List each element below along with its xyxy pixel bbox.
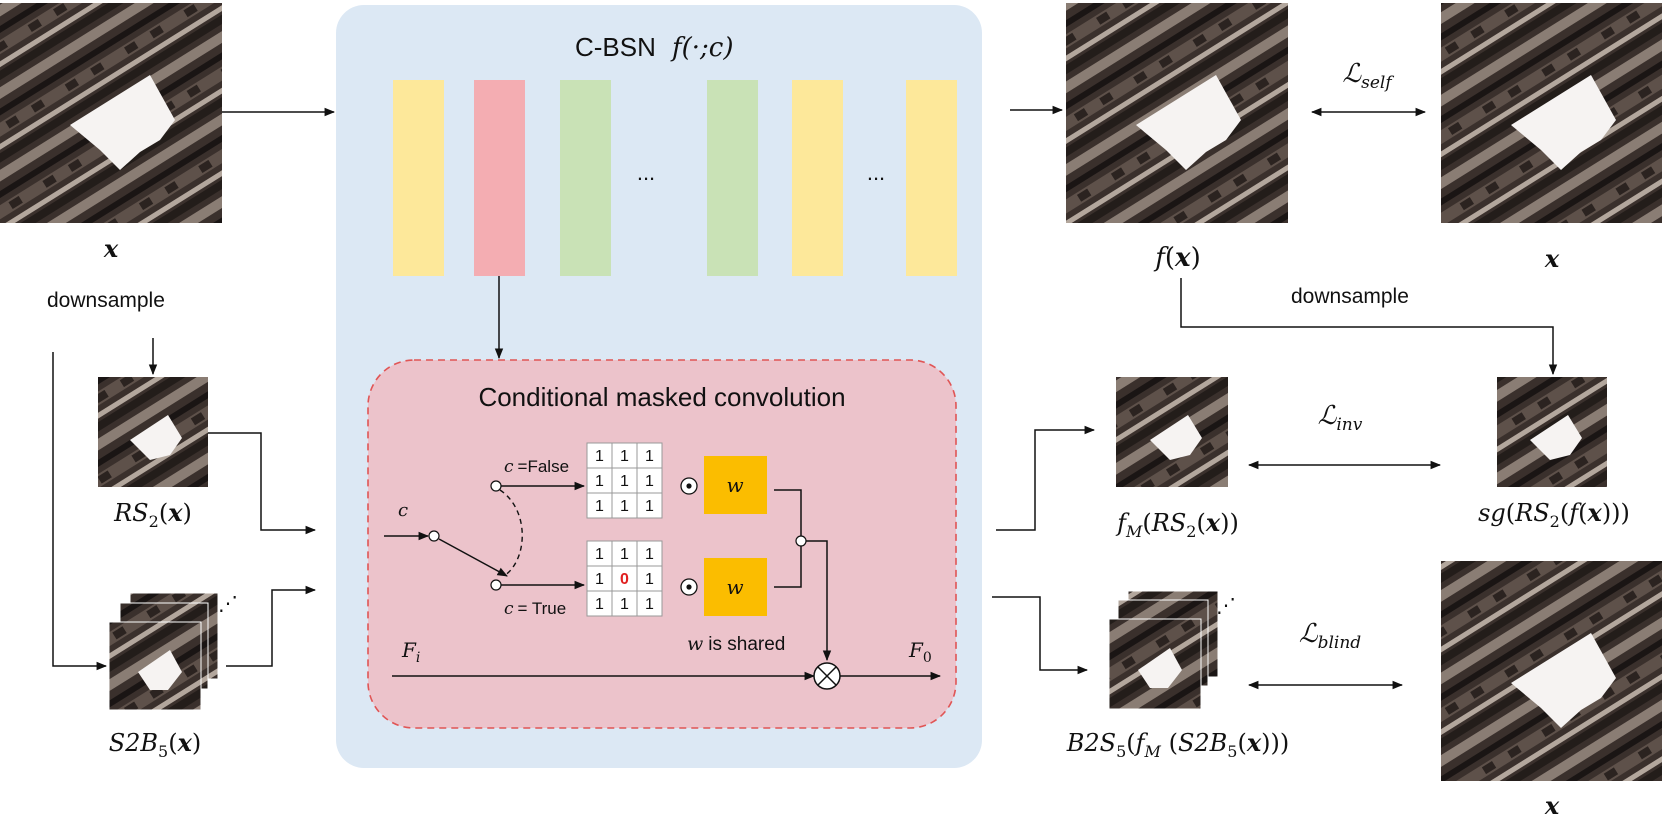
merge-wire-false xyxy=(774,489,802,540)
kernel-false-value: 1 xyxy=(595,473,604,490)
kernel-false-cell xyxy=(611,467,638,494)
fo-label: F0 xyxy=(908,638,932,666)
kernel-true-cell xyxy=(586,540,613,567)
layer-bar-1 xyxy=(393,80,444,276)
kernel-true-value: 1 xyxy=(595,571,604,588)
switch-false-node xyxy=(490,480,502,492)
hadamard-false-dot xyxy=(686,483,692,489)
kernel-false-cell xyxy=(636,492,663,519)
kernel-false-value: 1 xyxy=(595,498,604,515)
cbsn-title-func: f(·;c) xyxy=(670,33,734,63)
ellipsis-1: ... xyxy=(637,160,655,185)
hadamard-true-dot xyxy=(686,584,692,590)
layer-bar-3 xyxy=(560,80,611,276)
rs2-to-cmc-arrow xyxy=(208,432,317,535)
merge-wire-true xyxy=(774,545,802,588)
kernel-false-cell xyxy=(586,442,613,469)
sg-rs2-image-highlight xyxy=(1530,415,1582,460)
kernel-true-cell xyxy=(636,590,663,617)
kernel-false-value: 1 xyxy=(620,473,629,490)
ellipsis-2: ... xyxy=(867,160,885,185)
s2b5-highlight xyxy=(138,650,182,690)
cmc-title: Conditional masked convolution xyxy=(478,382,845,412)
cmc-to-b2s5-arrow xyxy=(992,596,1089,675)
kernel-true-value: 1 xyxy=(620,546,629,563)
kernel-true-value: 1 xyxy=(645,546,654,563)
rs2-image-highlight xyxy=(130,415,182,460)
s2b5-label: S2B5(x) xyxy=(109,728,202,761)
kernel-false-cell xyxy=(636,467,663,494)
left-x-label: x xyxy=(103,234,119,263)
l-blind-label: ℒblind xyxy=(1299,619,1361,653)
fx-label: f(x) xyxy=(1153,243,1200,273)
fm-rs2-image-highlight xyxy=(1150,415,1202,460)
layer-bar-2 xyxy=(474,80,525,276)
kernel-false-value: 1 xyxy=(595,448,604,465)
cmc-to-fm-rs2-arrow xyxy=(996,425,1096,531)
kernel-true-cell xyxy=(636,565,663,592)
w-box-true xyxy=(704,558,767,616)
right-downsample-label: downsample xyxy=(1291,285,1409,308)
left-downsample-label: downsample xyxy=(47,289,165,312)
kernel-true-value: 1 xyxy=(595,546,604,563)
kernel-false-value: 1 xyxy=(645,498,654,515)
multiply-icon-x2 xyxy=(817,666,837,686)
kernel-true-value: 1 xyxy=(595,596,604,613)
fm-rs2-label: fM(RS2(x)) xyxy=(1115,508,1239,541)
rs2-label: RS2(x) xyxy=(113,498,192,531)
b2s5-highlight xyxy=(1138,648,1182,688)
l-self-label: ℒself xyxy=(1342,59,1394,93)
w-box-false-label: w xyxy=(726,473,743,497)
merge-to-mult-arrow xyxy=(806,540,832,662)
w-box-true-label: w xyxy=(726,575,743,599)
input-image-x-highlight xyxy=(70,75,175,170)
kernel-false-cell xyxy=(586,467,613,494)
s2b5-to-cmc-arrow xyxy=(226,585,317,667)
b2s5-label: B2S5(fM (S2B5(x))) xyxy=(1066,728,1290,761)
x-to-s2b5-arrow xyxy=(52,352,108,671)
kernel-false-cell xyxy=(611,442,638,469)
kernel-true-value: 1 xyxy=(620,596,629,613)
cbsn-title: C-BSN xyxy=(575,32,656,62)
switch-pivot xyxy=(428,530,440,542)
switch-true-node xyxy=(490,579,502,591)
cond-true-label: c= True xyxy=(504,599,566,619)
kernel-false-value: 1 xyxy=(620,448,629,465)
target-image-x-bottom-highlight xyxy=(1511,633,1616,728)
l-inv-label: ℒinv xyxy=(1318,401,1363,435)
fi-label: Fi xyxy=(401,638,420,666)
w-box-false xyxy=(704,456,767,514)
kernel-true-value: 0 xyxy=(620,571,629,588)
kernel-true-value: 1 xyxy=(645,596,654,613)
kernel-true-value: 1 xyxy=(645,571,654,588)
target-image-x-top-highlight xyxy=(1511,75,1616,170)
kernel-false-value: 1 xyxy=(620,498,629,515)
fx-to-sg-arrow xyxy=(1180,278,1558,376)
layer-bar-5 xyxy=(792,80,843,276)
kernel-false-value: 1 xyxy=(645,448,654,465)
switch-lever xyxy=(438,538,508,577)
sg-rs2-label: sg(RS2(f(x))) xyxy=(1478,498,1630,531)
fx-image-highlight xyxy=(1136,75,1241,170)
kernel-false-value: 1 xyxy=(645,473,654,490)
s2b5-dots: ⋰ xyxy=(218,593,238,615)
kernel-true-cell xyxy=(586,590,613,617)
right-x-label-bottom: x xyxy=(1544,791,1560,817)
layer-bar-4 xyxy=(707,80,758,276)
kernel-true-cell xyxy=(586,565,613,592)
cmc-input-c: c xyxy=(398,500,408,521)
b2s5-dots: ⋰ xyxy=(1216,595,1236,617)
merge-node xyxy=(795,535,807,547)
right-x-label-top: x xyxy=(1544,244,1560,273)
switch-dashed-arc xyxy=(499,489,523,577)
cond-false-label: c=False xyxy=(504,457,569,477)
layer-bar-6 xyxy=(906,80,957,276)
